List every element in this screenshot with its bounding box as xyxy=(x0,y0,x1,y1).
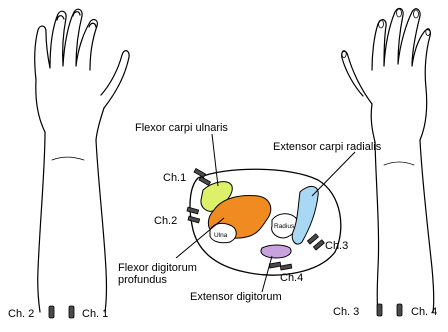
right-arm-ch4-label: Ch. 4 xyxy=(411,306,437,318)
left-arm-thumb xyxy=(101,51,129,108)
left-arm-fingers xyxy=(35,9,98,80)
left-arm-palm-outline xyxy=(36,80,104,140)
left-arm-electrode-ch2 xyxy=(49,306,54,318)
extensor-carpi-radialis-label: Extensor carpi radialis xyxy=(273,141,382,153)
ulna-label: Ulna xyxy=(214,232,228,239)
right-arm xyxy=(342,8,434,312)
right-arm-electrode-ch4 xyxy=(397,304,402,316)
ch1-electrode-a xyxy=(194,169,206,178)
right-arm-forearm-outline xyxy=(375,140,434,312)
flexor-carpi-ulnaris-label: Flexor carpi ulnaris xyxy=(135,122,228,134)
left-arm-ch2-label: Ch. 2 xyxy=(8,308,34,320)
ch1-label: Ch.1 xyxy=(163,172,186,184)
right-arm-electrode-ch3 xyxy=(377,304,382,316)
extensor-digitorum-shape xyxy=(261,245,291,258)
right-arm-thumb xyxy=(342,51,372,104)
flexor-digitorum-profundus-label-line1: Flexor digitorum xyxy=(118,262,197,274)
right-arm-ch3-label: Ch. 3 xyxy=(333,306,359,318)
forearm-cross-section: Ulna Radius xyxy=(190,169,341,275)
ch3-label: Ch.3 xyxy=(325,240,348,252)
radius-label: Radius xyxy=(274,223,295,230)
ch4-label: Ch.4 xyxy=(280,272,303,284)
flexor-digitorum-profundus-label-line2: profundus xyxy=(118,274,167,286)
left-arm-forearm-outline xyxy=(38,132,107,312)
extensor-digitorum-label: Extensor digitorum xyxy=(190,291,282,303)
left-arm-ch1-label: Ch. 1 xyxy=(82,308,108,320)
ch2-label: Ch.2 xyxy=(154,215,177,227)
left-arm xyxy=(35,9,129,312)
left-arm-electrode-ch1 xyxy=(69,306,74,318)
